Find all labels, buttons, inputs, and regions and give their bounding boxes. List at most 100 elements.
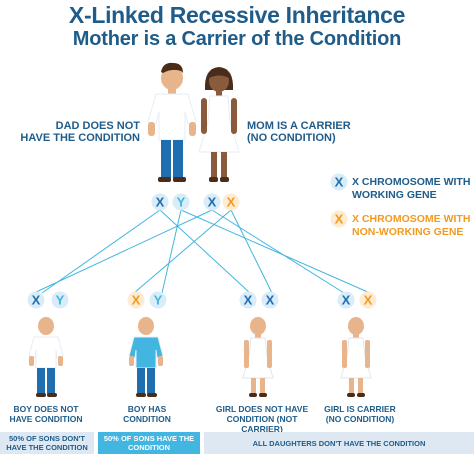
dad-y-chromosome: Y [172,193,190,211]
child-1-chromosome-1-bg [27,291,45,309]
child-3-chromosome-1: X [239,291,257,309]
dad-shirt [147,93,197,141]
child-1-left-leg [37,368,45,394]
dad-y-chromosome-bg [172,193,190,211]
legend-working-marker: X [330,173,348,191]
mom-x-chromosome-nonworking: X [222,193,240,211]
mom-figure [198,67,240,182]
child-3-chromosome-1-bg [239,291,257,309]
legend-working-text: X CHROMOSOME WITH WORKING GENE [352,176,474,202]
child-2-shirt [128,336,164,369]
child-3-chromosome-1-letter: X [244,293,253,308]
dad-x-chromosome-letter: X [156,195,165,210]
dad-right-shoe [173,177,186,182]
mom-x-chromosome-working-letter: X [208,195,217,210]
inheritance-line-1 [41,209,161,294]
child-2-chromosome-1-bg [127,291,145,309]
child-1-right-leg [47,368,55,394]
dad-right-leg [173,140,183,178]
legend-nonworking-marker-bg [330,210,348,228]
legend-working-marker-letter: X [335,175,344,190]
child-4-left-shoe [347,393,355,397]
child-4-chromosome-2-letter: X [364,293,373,308]
dad-head [161,66,183,90]
child-1-label-line-1: BOY DOES NOT [13,404,79,414]
child-3-head [250,317,266,335]
mom-right-shoe [220,177,229,182]
child-1-chromosome-1-letter: X [32,293,41,308]
mom-x-chromosome-working: X [203,193,221,211]
inheritance-line-8 [230,209,273,294]
dad-hair [161,62,183,73]
legend-working-line-2: WORKING GENE [352,189,437,201]
child-2-label-line-1: BOY HAS [127,404,167,414]
child-3-chromosome-2: X [261,291,279,309]
mom-x-chromosome-working-bg [203,193,221,211]
child-2-chromosome-2: Y [149,291,167,309]
child-3-figure [242,317,274,397]
child-4-head [348,317,364,335]
mom-neck [216,90,222,96]
mom-x-chromosome-nonworking-letter: X [227,195,236,210]
mom-label: MOM IS A CARRIER (NO CONDITION) [247,120,367,144]
child-2-right-arm [158,356,163,366]
mom-label-line-1: MOM IS A CARRIER [247,120,351,132]
child-2-left-shoe [136,393,146,397]
diagram-title: X-Linked Recessive Inheritance [68,2,406,28]
child-4-neck [353,333,359,338]
child-3-chromosome-2-letter: X [266,293,275,308]
dad-label-line-1: DAD DOES NOT [55,120,140,132]
child-2-chromosome-2-bg [149,291,167,309]
child-2-chromosome-2-letter: Y [154,293,163,308]
child-4-right-shoe [357,393,365,397]
child-3-left-arm [244,340,249,368]
child-3-label-line-2: CONDITION (NOT CARRIER) [226,414,298,434]
mom-dress [198,95,240,153]
dad-left-arm [148,122,155,136]
mom-x-chromosome-nonworking-bg [222,193,240,211]
child-4-label-line-1: GIRL IS CARRIER [324,404,396,414]
child-4-left-arm [342,340,347,368]
child-2-figure [128,317,164,397]
dad-x-chromosome-bg [151,193,169,211]
child-1-figure [28,317,64,397]
legend-nonworking-marker: X [330,210,348,228]
legend-nonworking-text: X CHROMOSOME WITH NON-WORKING GENE [352,213,474,239]
dad-label-line-2: HAVE THE CONDITION [20,132,140,144]
dad-figure [147,62,197,182]
child-3-label-line-1: GIRL DOES NOT HAVE [215,404,309,414]
child-4-chromosome-1-bg [337,291,355,309]
child-4-left-leg [349,378,354,394]
child-4-right-arm [365,340,370,368]
mom-left-leg [211,152,217,178]
child-1-left-shoe [36,393,46,397]
child-2-chromosome-1: X [127,291,145,309]
mom-right-leg [221,152,227,178]
legend-nonworking-line-2: NON-WORKING GENE [352,226,464,238]
child-3-right-shoe [259,393,267,397]
child-2-right-leg [147,368,155,394]
child-4-chromosome-2: X [359,291,377,309]
child-1-chromosome-2: Y [51,291,69,309]
child-1-shirt [28,336,64,369]
inheritance-line-5 [33,209,213,294]
child-3-chromosome-2-bg [261,291,279,309]
child-1-label-line-2: HAVE CONDITION [9,414,83,424]
child-2-label: BOY HAS CONDITION [104,404,190,424]
child-4-label-line-2: (NO CONDITION) [325,414,395,424]
child-2-left-arm [129,356,134,366]
mom-left-arm [201,98,207,134]
dad-neck [168,88,176,94]
child-4-chromosome-1-letter: X [342,293,351,308]
legend-working-marker-bg [330,173,348,191]
child-1-head [38,317,54,335]
child-2-label-line-2: CONDITION [123,414,171,424]
child-1-chromosome-1: X [27,291,45,309]
legend-working-line-1: X CHROMOSOME WITH [352,176,471,188]
dad-right-arm [189,122,196,136]
diagram-subtitle: Mother is a Carrier of the Condition [72,28,402,50]
dad-label: DAD DOES NOT HAVE THE CONDITION [2,120,140,144]
child-2-right-shoe [147,393,157,397]
child-2-head [138,317,154,335]
inheritance-line-3 [161,209,182,294]
